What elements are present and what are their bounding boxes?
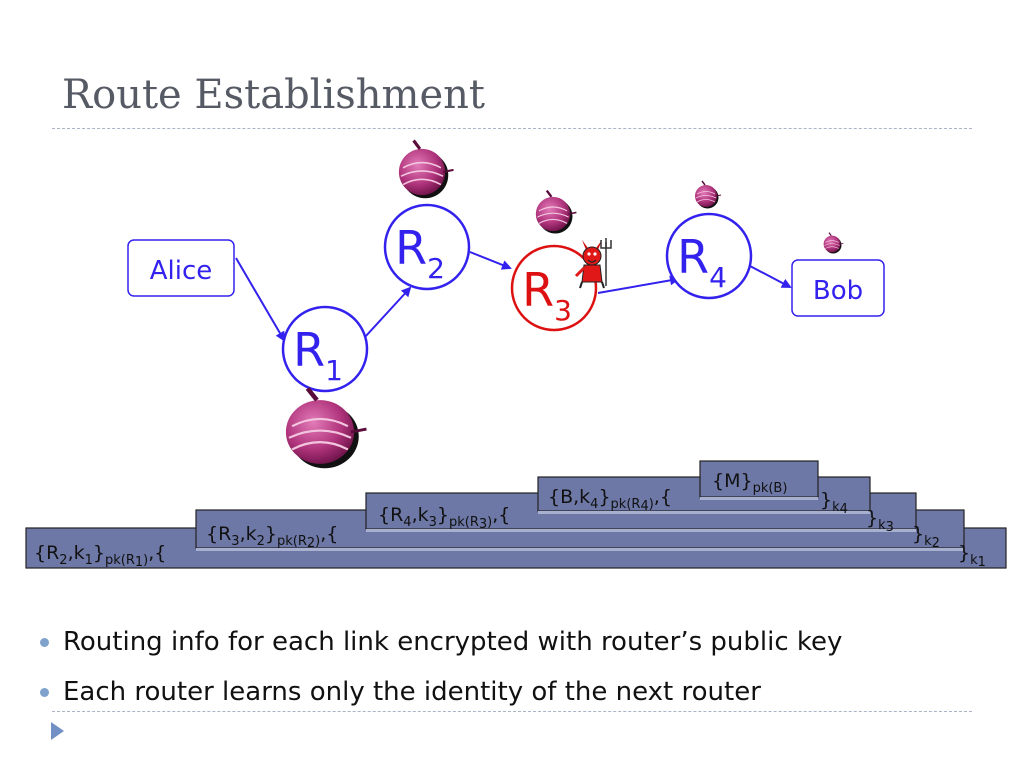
router-r1 xyxy=(281,305,369,393)
router-r1-label: R1 xyxy=(293,323,343,387)
router-r2 xyxy=(383,203,471,291)
slide-title: Route Establishment xyxy=(62,72,485,118)
arrow-r4-bob xyxy=(749,265,792,288)
layer-3-text: {R4,k3}pk(R3),{ xyxy=(378,504,510,532)
onion-icon-large xyxy=(286,389,367,469)
layer-5 xyxy=(699,460,819,498)
layer-5-text: {M}pk(B) xyxy=(712,470,787,496)
router-r4 xyxy=(665,212,753,300)
bullet-list: Routing info for each link encrypted wit… xyxy=(38,620,842,720)
router-r3-label: R3 xyxy=(522,263,572,327)
bullet-item: Routing info for each link encrypted wit… xyxy=(38,620,842,670)
arrow-r1-r2 xyxy=(364,286,412,338)
onion-icon-smaller xyxy=(694,180,722,210)
router-r3-compromised xyxy=(510,244,598,332)
onion-icon-small xyxy=(534,189,578,235)
layer-1-text: {R2,k1}pk(R1),{ xyxy=(34,542,166,570)
router-r4-label: R4 xyxy=(677,230,727,294)
bob-label: Bob xyxy=(813,276,863,306)
devil-icon xyxy=(574,238,612,289)
alice-box xyxy=(127,239,235,297)
onion-icon-tiny xyxy=(823,232,844,255)
onion-icon-medium xyxy=(397,138,456,200)
footer-divider xyxy=(52,711,972,712)
alice-label: Alice xyxy=(150,256,213,286)
router-r2-label: R2 xyxy=(395,221,445,285)
title-divider xyxy=(52,128,972,129)
arrow-r3-r4 xyxy=(597,275,680,294)
route-diagram: Alice Bob R1 R2 R3 R4 xyxy=(25,138,1007,570)
layer-3-close: }k3 xyxy=(866,507,894,535)
next-slide-arrow-icon[interactable] xyxy=(51,722,64,740)
layer-4-text: {B,k4}pk(R4),{ xyxy=(548,486,672,514)
layer-4-close: }k4 xyxy=(820,489,848,517)
arrow-alice-r1 xyxy=(235,257,286,342)
bob-box xyxy=(791,259,885,317)
layer-2-text: {R3,k2}pk(R2),{ xyxy=(206,523,338,551)
layer-1-close: }k1 xyxy=(958,542,986,570)
arrow-r2-r3 xyxy=(469,251,512,270)
bullet-item: Each router learns only the identity of … xyxy=(38,670,842,720)
onion-layers: {R2,k1}pk(R1),{ }k1 {R3,k2}pk(R2),{ }k2 … xyxy=(25,460,1007,570)
layer-2-close: }k2 xyxy=(912,523,940,551)
